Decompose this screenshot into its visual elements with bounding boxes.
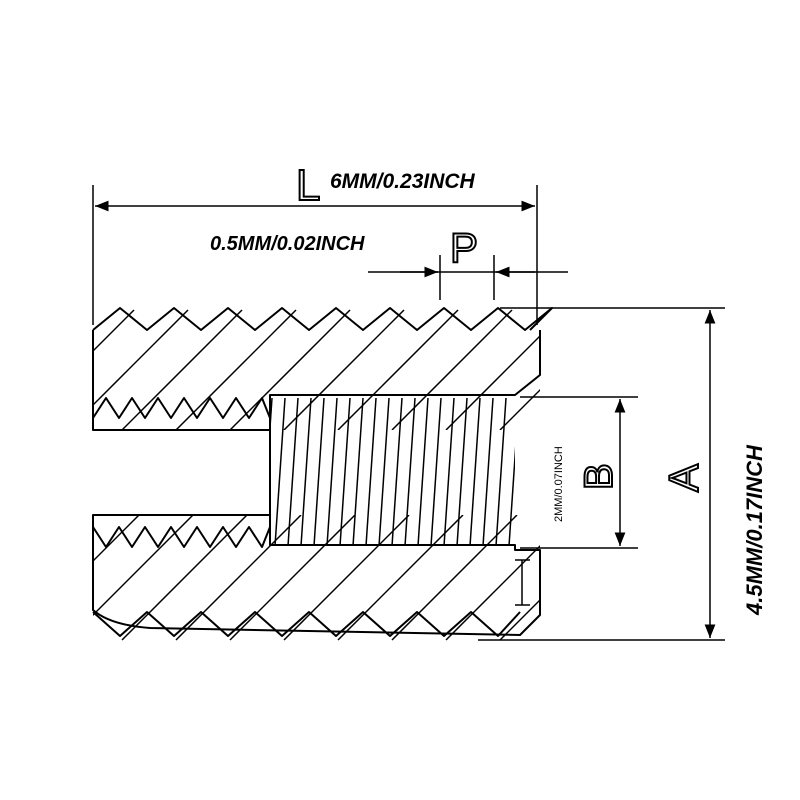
outer-diameter-value: 4.5MM/0.17INCH xyxy=(742,444,767,616)
length-letter: L xyxy=(296,161,320,210)
hatch-line xyxy=(93,515,140,563)
bottom-external-thread xyxy=(92,611,521,637)
top-wall-hatching xyxy=(0,309,674,430)
bore-line xyxy=(313,397,325,547)
bore-line xyxy=(270,397,273,439)
hatch-line xyxy=(229,309,351,430)
bore-line xyxy=(404,397,416,547)
bottom-internal-thread xyxy=(92,526,271,548)
bore-line xyxy=(365,397,377,547)
bottom-wall-outline xyxy=(92,514,541,636)
hatch-line xyxy=(93,309,189,407)
hatch-line xyxy=(554,310,674,430)
inner-diameter-letter: B xyxy=(577,463,621,490)
pitch-letter: P xyxy=(450,224,478,271)
hatch-line xyxy=(175,309,297,430)
bore-line xyxy=(274,397,286,547)
pitch-value: 0.5MM/0.02INCH xyxy=(210,233,365,255)
outer-diameter-letter: A xyxy=(660,464,707,492)
hatch-line xyxy=(445,544,540,641)
hatch-line xyxy=(0,310,80,430)
hatch-line xyxy=(283,309,405,430)
thread-depth-mark xyxy=(515,559,530,606)
hatch-line xyxy=(608,515,733,640)
hatch-line xyxy=(391,515,518,641)
inner-diameter-value: 2MM/0.07INCH xyxy=(553,446,565,522)
top-internal-thread xyxy=(92,397,271,419)
bore-line xyxy=(469,397,481,547)
hatch-line xyxy=(499,598,540,641)
bore-line xyxy=(508,446,515,547)
bore-line xyxy=(287,397,299,547)
bore-line xyxy=(430,397,442,547)
hatch-line xyxy=(229,515,356,641)
bore-line xyxy=(456,397,468,547)
bore-thread-lines xyxy=(270,397,515,547)
bore-line xyxy=(339,397,351,547)
bottom-wall-hatching xyxy=(0,515,733,641)
inner-diameter-dimension: B 2MM/0.07INCH xyxy=(520,396,638,549)
hatch-line xyxy=(445,334,540,430)
bore-line xyxy=(443,397,455,547)
hatch-line xyxy=(121,515,248,641)
length-dimension: L 6MM/0.23INCH xyxy=(92,160,538,325)
hatch-line xyxy=(391,309,513,430)
hatch-line xyxy=(283,515,410,641)
bore-line xyxy=(482,397,494,547)
bore-line xyxy=(300,397,312,547)
bore-line xyxy=(326,397,338,547)
bore-line xyxy=(495,397,507,547)
bore-line xyxy=(417,397,429,547)
insert-body xyxy=(0,307,733,641)
bore-line xyxy=(352,397,364,547)
hatch-line xyxy=(0,515,85,640)
outer-diameter-dimension: A 4.5MM/0.17INCH xyxy=(478,307,767,641)
hatch-line xyxy=(337,515,464,641)
hatch-line xyxy=(93,515,194,617)
bore-line xyxy=(378,397,390,547)
pitch-dimension: P 0.5MM/0.02INCH xyxy=(210,223,568,300)
top-external-thread xyxy=(92,307,553,331)
bore-line xyxy=(391,397,403,547)
hatch-line xyxy=(337,309,459,430)
hatch-line xyxy=(93,309,135,353)
top-wall-outline xyxy=(92,330,541,431)
hatch-line xyxy=(175,515,302,641)
length-value: 6MM/0.23INCH xyxy=(330,170,476,193)
hatch-line xyxy=(499,388,540,430)
hatch-line xyxy=(121,309,243,430)
hatch-line xyxy=(554,515,679,640)
